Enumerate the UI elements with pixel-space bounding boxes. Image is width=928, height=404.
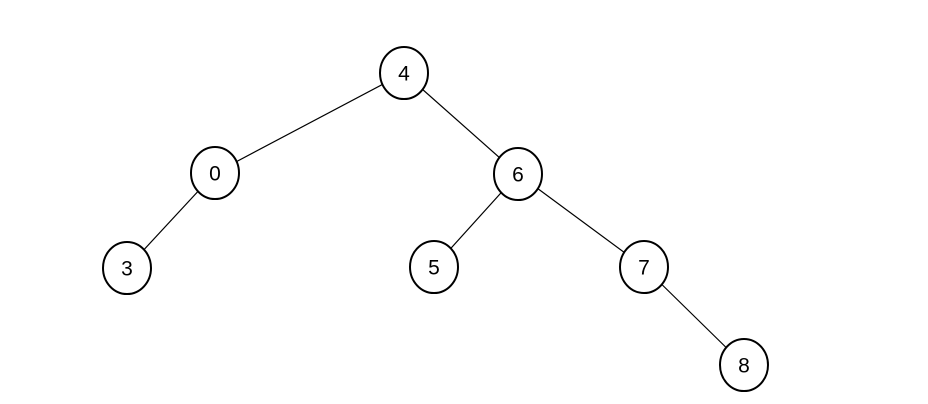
tree-node-label-4: 4 <box>398 62 410 85</box>
tree-node-label-6: 6 <box>512 163 524 186</box>
tree-node-circle-5 <box>409 240 459 294</box>
tree-node-8: 8 <box>719 338 769 392</box>
tree-node-label-5: 5 <box>428 256 440 279</box>
tree-node-label-8: 8 <box>738 354 750 377</box>
tree-node-circle-6 <box>493 147 543 201</box>
tree-node-3: 3 <box>102 241 152 295</box>
tree-edge-4-0 <box>214 72 405 174</box>
tree-node-circle-0 <box>190 146 240 200</box>
tree-node-circle-3 <box>102 241 152 295</box>
tree-node-circle-7 <box>619 240 669 294</box>
tree-edge-6-7 <box>517 173 645 268</box>
tree-node-4: 4 <box>379 46 429 100</box>
tree-node-6: 6 <box>493 147 543 201</box>
tree-node-7: 7 <box>619 240 669 294</box>
tree-node-5: 5 <box>409 240 459 294</box>
tree-node-circle-8 <box>719 338 769 392</box>
tree-node-0: 0 <box>190 146 240 200</box>
tree-node-label-0: 0 <box>209 162 221 185</box>
tree-node-label-3: 3 <box>121 257 133 280</box>
tree-node-label-7: 7 <box>638 256 650 279</box>
tree-node-circle-4 <box>379 46 429 100</box>
